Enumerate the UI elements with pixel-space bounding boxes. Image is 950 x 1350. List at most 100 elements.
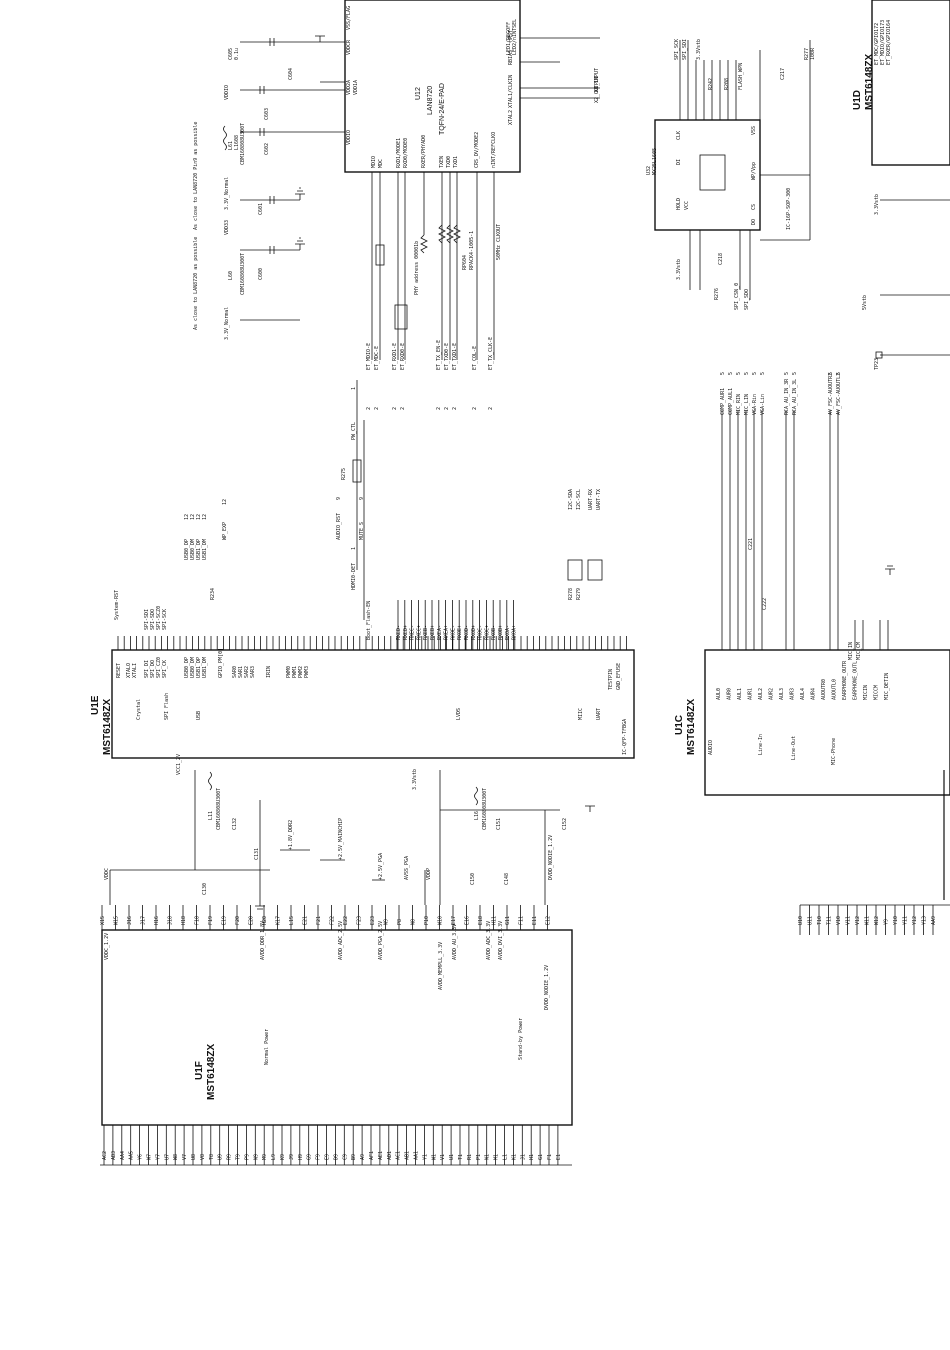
- u1e-pin-pwm3: PWM3: [304, 666, 310, 678]
- net-et-txclk: ET_TX_CLK-E: [488, 337, 494, 370]
- lvds-net-label: RXOA-: [505, 625, 511, 640]
- note-lan8720: As close to LAN8720 as possible: [193, 237, 199, 330]
- net-et-txclk-num: 2: [488, 407, 494, 410]
- u1e-pin-pwm1: PWM1: [292, 666, 298, 678]
- u32-pin-do: DO: [751, 219, 757, 225]
- u1f-gnd-pin-number: Y7: [155, 1154, 161, 1160]
- u1f-gnd-pin-number: T9: [236, 1154, 242, 1160]
- u1f-gnd-pin-number: W7: [147, 1154, 153, 1160]
- net-pw-ctl: PW_CTL: [351, 422, 357, 440]
- u1f-pin-pga: AVDD_PGA_2.5V: [378, 921, 384, 960]
- u1c-pin-label: AUR3: [790, 688, 796, 700]
- u1e-pin-pwm2: PWM2: [298, 666, 304, 678]
- net-hdmi-det: HDMI0-DET: [351, 563, 357, 590]
- u32-pin-vcc: VCC: [684, 201, 690, 210]
- u1f-ref: U1F: [194, 1061, 205, 1080]
- u1f-gnd-pin-number: M9: [262, 1154, 268, 1160]
- rail-33v-normal-2: 3.3V_Normal: [224, 307, 230, 340]
- spi-sdi-net: SPI_SDI: [682, 39, 688, 60]
- u12-pin-mdc: MDC: [378, 159, 384, 168]
- u1f-gnd-pin-number: H1: [529, 1154, 535, 1160]
- u1f-gnd-pin-number: J9: [289, 1154, 295, 1160]
- u1d-net-mdio: ET_MDIO/GPIO173: [880, 20, 886, 65]
- xtal-x2-net: X2_OUTPUT: [594, 76, 600, 103]
- net-mute-s: MUTE_S: [359, 522, 365, 540]
- lvds-net-label: RXOC+: [484, 625, 490, 640]
- u1e-pin-stubs: [117, 636, 627, 650]
- lvds-net-label: RXEC+: [416, 625, 422, 640]
- u1f-gnd-pin-number: L9: [271, 1154, 277, 1160]
- lvds-net-label: RXOA+: [512, 625, 518, 640]
- lvds-net-label: RXEC-: [410, 625, 416, 640]
- audio-net-page-ref: 5: [752, 372, 758, 375]
- u1f-gnd-pin-number: F9: [316, 1154, 322, 1160]
- u1e-part: MST6148ZX: [102, 699, 113, 755]
- net-usb0dp-num: 12: [184, 514, 190, 520]
- u1c-pin-label: AUOUTL0: [832, 679, 838, 700]
- lvds-net-labels: RXED-RXED+RXEC-RXEC+RXEB-RXEB+RXEA-RXEA+…: [396, 600, 518, 650]
- net-et-txen-num: 2: [436, 407, 442, 410]
- l60-part: CBM160808U300T: [240, 253, 246, 295]
- rail-33v-normal-1: 3.3V_Normal: [224, 177, 230, 210]
- u1f-pin-mempll: AVDD_MEMPLL_3.3V: [438, 942, 444, 990]
- lvds-net-label: RXED-: [396, 625, 402, 640]
- net-uart-rx: UART-RX: [588, 489, 594, 510]
- u12-decoupling: C605 0.1u C603 C604 C602 C601 C600 L61 L…: [193, 35, 325, 340]
- net-et-txd0-num: 2: [444, 407, 450, 410]
- u1e-ref: U1E: [90, 695, 101, 715]
- u1e-body: [111, 649, 635, 759]
- u1e-pin-xtalo: XTALO: [126, 663, 132, 678]
- lvds-net-label: RXED+: [403, 625, 409, 640]
- lvds-net-label: RXOC-: [478, 625, 484, 640]
- u12-lan8720-block: U12 LAN8720 TQFN-24/E-PAD VSS/FLAG VDDCR…: [320, 0, 600, 360]
- u1c-ref: U1C: [674, 715, 685, 735]
- net-i2c-scl: I2C-SCL: [576, 489, 582, 510]
- u1f-group-standby: Stand-by Power: [518, 1018, 524, 1060]
- u12-pin-rxd0: RXD0/MODE0: [403, 138, 409, 168]
- u1f-pin-number: E21: [303, 916, 309, 925]
- u1f-gnd-pin-number: U9: [218, 1154, 224, 1160]
- u1d-pin-number: Y10: [893, 916, 899, 925]
- u1f-pin-number: E23: [370, 916, 376, 925]
- u1f-gnd-pin-number: AB1: [405, 1151, 411, 1160]
- u1f-gnd-pin-number: E9: [325, 1154, 331, 1160]
- u32-pin-vss: VSS: [751, 126, 757, 135]
- u1e-pin-spi-do: SPI_DO: [150, 660, 156, 678]
- l11-part: CBM160808U300T: [216, 788, 222, 830]
- net-hdmi-num: 1: [351, 547, 357, 550]
- net-et-rxd1: ET_RXD1-E: [392, 343, 398, 370]
- net-wp-exp: WP_EXP: [222, 522, 228, 540]
- u1d-pin-number: Y13: [922, 916, 928, 925]
- rpack-ref: RP604: [462, 255, 468, 270]
- u1d-pin-number: V12: [855, 916, 861, 925]
- u32-pin-di: DI: [676, 159, 682, 165]
- u1f-gnd-pin-number: D9: [333, 1154, 339, 1160]
- lvds-net-label: RXEB+: [430, 625, 436, 640]
- u12-pin-vdd1a: VDD1A: [353, 80, 359, 95]
- u1f-gnd-pin-number: J1: [520, 1154, 526, 1160]
- u1c-pin-label: MIC_DETIN: [884, 673, 890, 700]
- u12-pin-crs: CRS_DV/MODE2: [474, 132, 480, 168]
- u12-pin-vddcr: VDDCR: [346, 39, 352, 55]
- r605-body: [375, 244, 385, 266]
- u1f-gnd-pin-number: G9: [307, 1154, 313, 1160]
- u12-pin-rbias: RBIAS: [508, 50, 514, 65]
- u1f-group-normal: Normal Power: [264, 1029, 270, 1065]
- u1c-pin-label: MICCM: [874, 685, 880, 700]
- lvds-net-label: RXOD+: [471, 625, 477, 640]
- phy-address-note: PHY address 00001b: [414, 241, 420, 295]
- c131-label: C131: [254, 848, 260, 860]
- u1d-part: MST6148ZX: [864, 54, 875, 110]
- u1f-gnd-pin-number: G1: [538, 1154, 544, 1160]
- u1f-gnd-pin-number: AA5: [129, 1151, 135, 1160]
- net-et-col: ET_COL-E: [472, 346, 478, 370]
- r278-r279-body: [587, 559, 603, 581]
- rail-vddc: VDDC: [104, 868, 110, 880]
- audio-net-page-ref: 5: [736, 372, 742, 375]
- u32-ref: U32: [646, 166, 652, 175]
- u1d-pin-number: T11: [827, 916, 833, 925]
- tp23-label: TP23: [874, 358, 880, 370]
- net-mic-cm: MIC_CM: [856, 642, 862, 660]
- l11-label: L11: [208, 811, 214, 820]
